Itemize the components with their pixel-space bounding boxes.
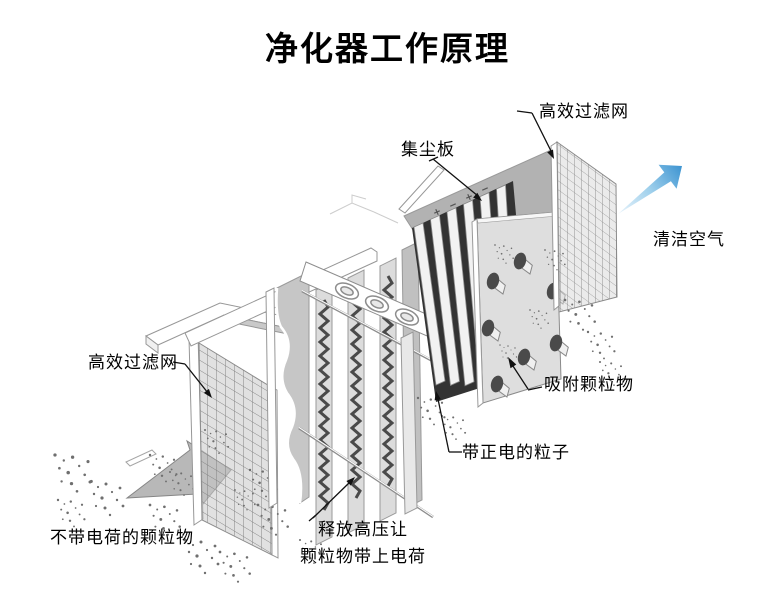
adsorbed-particle-cylinders (481, 252, 569, 398)
callout-discharge (308, 477, 355, 522)
label-hepa-left: 高效过滤网 (88, 353, 178, 372)
torn-panel-left (276, 271, 310, 505)
label-uncharged-particles: 不带电荷的颗粒物 (50, 528, 194, 547)
ionizer-electrodes (315, 257, 397, 546)
label-hepa-top: 高效过滤网 (539, 102, 629, 121)
left-hepa-filter-mesh (188, 333, 279, 559)
callout-charged (434, 391, 462, 453)
label-clean-air: 清洁空气 (653, 230, 725, 249)
mounting-bracket (299, 261, 441, 340)
label-discharge: 释放高压让 颗粒物带上电荷 (298, 516, 428, 570)
label-dust-plate: 集尘板 (401, 140, 455, 159)
label-adsorb: 吸附颗粒物 (544, 375, 634, 394)
torn-panel-highlight (275, 287, 303, 504)
callout-adsorb (508, 357, 543, 391)
label-discharge-line2: 颗粒物带上电荷 (300, 547, 426, 567)
page-title: 净化器工作原理 (265, 30, 510, 67)
support-post (400, 331, 418, 515)
middle-panel-edge-post (265, 287, 278, 509)
label-discharge-line1: 释放高压让 (318, 520, 408, 539)
plate-top-slab (398, 165, 445, 214)
label-charged-particles: 带正电的粒子 (462, 443, 570, 462)
callout-hepa-left (172, 361, 212, 398)
construction-lines (329, 194, 399, 224)
clean-air-arrow (618, 164, 682, 214)
small-frame-piece (125, 449, 157, 467)
right-hepa-filter-mesh (550, 141, 618, 313)
callout-hepa-top (516, 110, 554, 159)
callout-dust-plate (428, 156, 482, 201)
plate-polarity-marks (434, 187, 488, 215)
adsorption-plate (471, 211, 569, 409)
